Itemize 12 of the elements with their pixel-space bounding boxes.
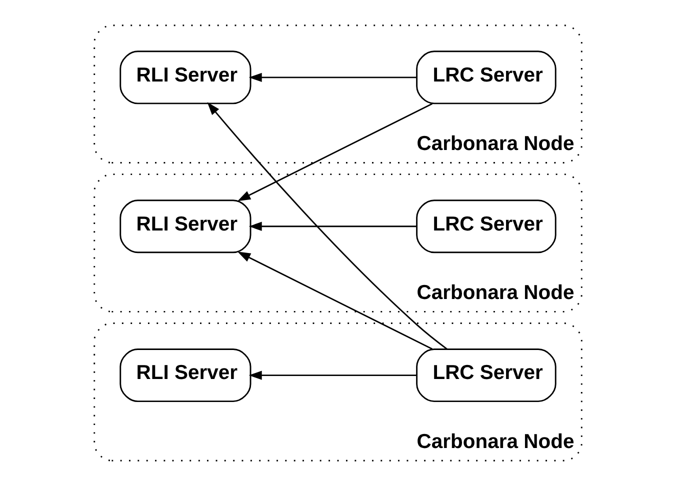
node-box: RLI Server	[119, 50, 251, 104]
arrow	[206, 102, 448, 350]
node-box: LRC Server	[416, 200, 556, 254]
arrow	[248, 72, 416, 82]
arrow	[248, 370, 416, 380]
node-box: RLI Server	[119, 200, 251, 254]
arrow	[248, 222, 416, 231]
arrow	[236, 252, 432, 350]
node-box: LRC Server	[416, 50, 556, 104]
node-box: RLI Server	[119, 348, 251, 402]
node-box: LRC Server	[416, 348, 556, 402]
arrow	[236, 103, 432, 202]
